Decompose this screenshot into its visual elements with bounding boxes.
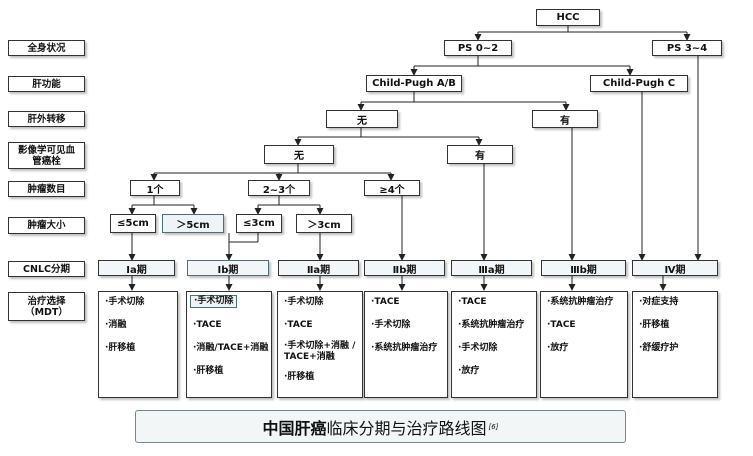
treatment-item: ·放疗 <box>458 366 480 376</box>
treatment-item: ·系统抗肿瘤治疗 <box>547 297 614 307</box>
row-label-treatment: 治疗选择（MDT） <box>8 292 85 321</box>
treatment-item: ·手术切除 <box>371 320 411 330</box>
row-label-liver-function: 肝功能 <box>8 76 85 92</box>
node-size-gt5: ＞5cm <box>162 214 224 233</box>
node-vascular-yes: 有 <box>447 145 513 164</box>
treatment-iv: ·对症支持 ·肝移植 ·舒缓疗护 <box>632 291 718 398</box>
stage-iv: Ⅳ期 <box>632 260 718 276</box>
treatment-item: ·系统抗肿瘤治疗 <box>458 320 525 330</box>
treatment-item: ·TACE <box>458 297 487 307</box>
node-count-2-3: 2~3个 <box>248 180 310 196</box>
stage-ib: Ⅰb期 <box>187 260 269 276</box>
node-child-pugh-ab: Child-Pugh A/B <box>366 75 462 92</box>
row-label-cnlc: CNLC分期 <box>8 261 85 277</box>
caption-reference: [6] <box>488 422 499 431</box>
treatment-item: ·肝移植 <box>105 343 136 353</box>
treatment-iib: ·TACE ·手术切除 ·系统抗肿瘤治疗 <box>364 291 448 398</box>
node-child-pugh-c: Child-Pugh C <box>590 75 688 92</box>
row-label-extrahepatic: 肝外转移 <box>8 111 85 127</box>
treatment-item: ·消融 <box>105 320 127 330</box>
node-size-le3: ≤3cm <box>236 214 282 233</box>
figure-caption: 中国肝癌临床分期与治疗路线图[6] <box>135 410 626 443</box>
row-label-tumor-count: 肿瘤数目 <box>8 181 85 197</box>
treatment-item: ·手术切除 <box>190 295 238 308</box>
node-vascular-no: 无 <box>264 145 334 164</box>
node-ps-3-4: PS 3~4 <box>652 40 722 56</box>
node-extrahepatic-yes: 有 <box>532 110 598 128</box>
node-size-gt3: ＞3cm <box>296 214 352 233</box>
stage-iia: Ⅱa期 <box>278 260 359 276</box>
treatment-item: ·放疗 <box>547 343 569 353</box>
treatment-item: ·TACE <box>193 320 222 330</box>
stage-iiib: Ⅲb期 <box>541 260 626 276</box>
caption-rest: 临床分期与治疗路线图 <box>326 418 487 438</box>
node-count-1: 1个 <box>130 180 180 196</box>
treatment-item: ·手术切除+消融 / TACE+消融 <box>284 341 356 362</box>
stage-iib: Ⅱb期 <box>364 260 445 276</box>
treatment-item: ·消融/TACE+消融 <box>193 343 269 353</box>
treatment-item: ·肝移植 <box>284 372 315 382</box>
treatment-item: ·手术切除 <box>458 343 498 353</box>
node-count-4plus: ≥4个 <box>364 180 420 196</box>
treatment-item: ·TACE <box>371 297 400 307</box>
treatment-item: ·舒缓疗护 <box>639 343 679 353</box>
treatment-iiia: ·TACE ·系统抗肿瘤治疗 ·手术切除 ·放疗 <box>451 291 537 398</box>
row-label-vascular: 影像学可见血管癌栓 <box>8 142 85 169</box>
stage-iiia: Ⅲa期 <box>451 260 532 276</box>
node-hcc: HCC <box>536 9 600 26</box>
treatment-item: ·系统抗肿瘤治疗 <box>371 343 438 353</box>
treatment-item: ·手术切除 <box>284 297 324 307</box>
treatment-item: ·肝移植 <box>639 320 670 330</box>
node-extrahepatic-no: 无 <box>326 110 398 128</box>
stage-ia: Ⅰa期 <box>98 260 175 276</box>
node-ps-0-2: PS 0~2 <box>444 40 512 56</box>
treatment-item: ·TACE <box>284 320 313 330</box>
row-label-performance: 全身状况 <box>8 40 85 56</box>
node-size-le5: ≤5cm <box>110 214 156 233</box>
treatment-ib: ·手术切除 ·TACE ·消融/TACE+消融 ·肝移植 <box>186 291 272 398</box>
treatment-item: ·手术切除 <box>105 297 145 307</box>
treatment-iiib: ·系统抗肿瘤治疗 ·TACE ·放疗 <box>540 291 628 398</box>
treatment-item: ·肝移植 <box>193 366 224 376</box>
treatment-ia: ·手术切除 ·消融 ·肝移植 <box>98 291 178 398</box>
treatment-item: ·TACE <box>547 320 576 330</box>
treatment-iia: ·手术切除 ·TACE ·手术切除+消融 / TACE+消融 ·肝移植 <box>277 291 363 398</box>
row-label-tumor-size: 肿瘤大小 <box>8 217 85 234</box>
treatment-item: ·对症支持 <box>639 297 679 307</box>
caption-bold: 中国肝癌 <box>262 418 327 438</box>
